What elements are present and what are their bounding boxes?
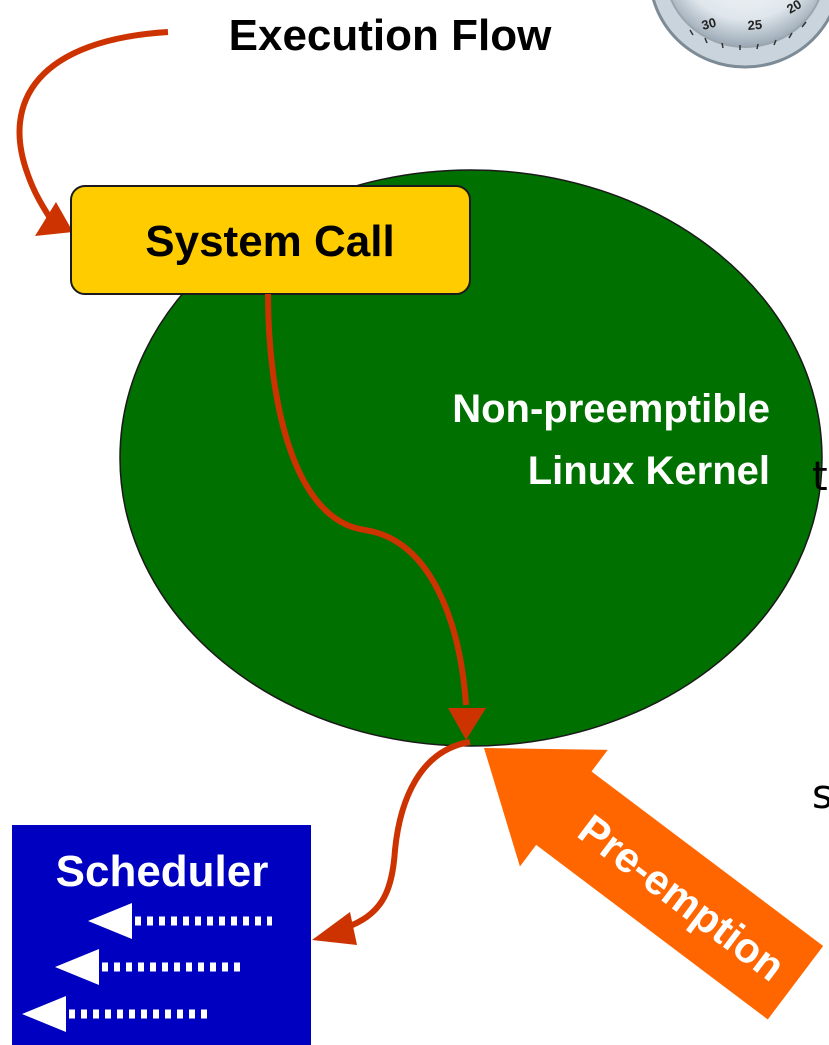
scheduler-arrow-3 [22, 996, 210, 1032]
kernel-ellipse [119, 169, 823, 747]
diagram-title: Execution Flow [229, 11, 552, 60]
stopwatch-number-25: 25 [747, 17, 763, 33]
system-call-box: System Call [70, 185, 471, 295]
cut-text-t: t [812, 454, 828, 500]
stopwatch-icon: 30 25 20 [652, 0, 829, 69]
system-call-label: System Call [145, 217, 394, 266]
flow-arrow-to-system-call [16, 29, 169, 236]
preemption-label: Pre-emption [570, 805, 794, 990]
scheduler-label: Scheduler [56, 847, 269, 896]
kernel-label-line1: Non-preemptible [452, 387, 770, 431]
cut-text-s: s [812, 772, 829, 818]
scheduler-box: Scheduler [12, 825, 311, 1045]
flow-arrow-to-scheduler [312, 739, 471, 945]
stopwatch-number-30: 30 [700, 15, 718, 33]
flow-arrow-through-kernel [265, 293, 486, 740]
scheduler-arrow-2 [55, 949, 243, 985]
kernel-label-line2: Linux Kernel [528, 449, 770, 493]
scheduler-arrow-1 [88, 903, 272, 939]
